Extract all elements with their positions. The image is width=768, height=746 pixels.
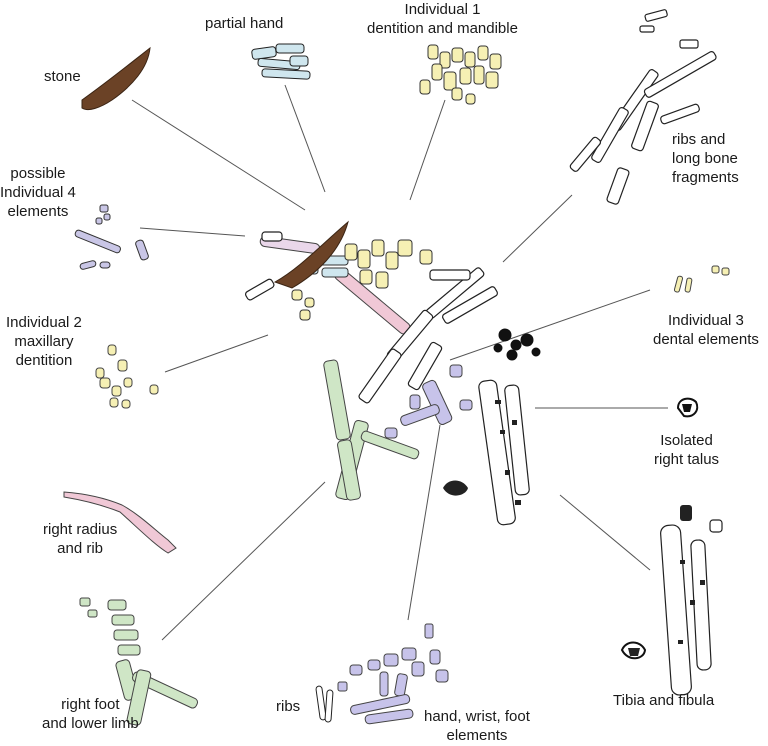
partial-hand-cluster [251,43,311,80]
bottom-ribs-hand-cluster [315,623,449,725]
label-individual1: Individual 1 dentition and mandible [367,1,518,37]
leader-lines [131,84,668,641]
ribs-long-bone-cluster [569,9,717,205]
leader-ribs-long [502,194,573,263]
label-ribs-long-bone: ribs and long bone fragments [672,131,739,186]
individual1-dentition-cluster [419,44,502,105]
stone-shape [81,46,151,111]
leader-individual3 [449,289,651,361]
label-partial-hand: partial hand [205,15,284,32]
tibia-fibula-shape [620,505,723,696]
leader-individual2 [164,334,269,373]
individual3-dental-cluster [673,265,730,293]
label-individual2: Individual 2 maxillary dentition [6,314,82,369]
radius-rib-shape [63,491,177,554]
isolated-fragment [443,480,468,496]
label-foot-lower-limb: right foot and lower limb [42,696,139,732]
leader-foot [161,481,326,641]
label-radius-rib: right radius and rib [43,521,118,557]
leader-partial-hand [284,84,326,193]
leader-hand-wrist [407,424,441,621]
label-hand-wrist-foot: hand, wrist, foot elements [424,708,530,744]
label-individual4: possible Individual 4 elements [0,165,76,220]
label-individual3: Individual 3 dental elements [653,312,759,348]
leader-stone [131,99,306,211]
individual4-cluster [74,204,149,270]
label-stone: stone [44,68,81,85]
label-ribs: ribs [276,698,301,715]
label-isolated-talus: Isolated right talus [654,432,720,468]
talus-shape [676,397,699,418]
leader-tibia [559,494,651,571]
central-excavation-cluster [245,220,541,526]
individual2-dentition-cluster [95,344,159,409]
leader-individual1 [409,99,446,201]
label-tibia-fibula: Tibia and fibula [613,692,715,709]
foot-lower-limb-cluster [79,597,199,726]
leader-individual4 [139,227,246,237]
